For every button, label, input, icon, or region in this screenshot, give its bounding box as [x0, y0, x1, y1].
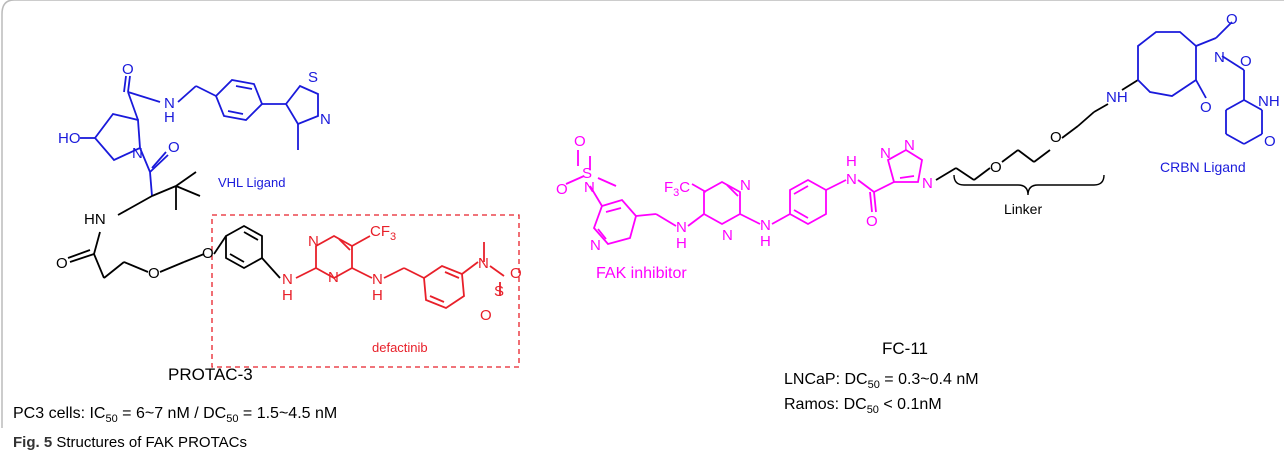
linker-brace [953, 174, 1105, 196]
atom-n-pyr2: N [328, 269, 339, 286]
protac3-name: PROTAC-3 [168, 365, 253, 384]
atom-nh2-h: H [760, 233, 771, 250]
atom-s-thiazole: S [308, 69, 318, 86]
crbn-ligand-label: CRBN Ligand [1160, 159, 1246, 175]
atom-hn: HN [84, 211, 106, 228]
atom-o-s1: O [574, 133, 586, 150]
atom-s: S [582, 165, 592, 182]
atom-o-s1: O [510, 265, 522, 282]
protac3-atom-labels: HO N N H O O S N HN O O O N H N N CF3 N … [56, 61, 522, 324]
crbn-ligand [1137, 21, 1263, 145]
figure-caption: Fig. 5 Structures of FAK PROTACs [13, 434, 247, 451]
vhl-ligand [80, 75, 319, 197]
atom-nh2-n: N [760, 217, 771, 234]
atom-cf3: F3C [664, 179, 690, 199]
atom-o-pht1: O [1226, 11, 1238, 28]
atom-nh-glu: NH [1258, 93, 1280, 110]
atom-o-s2: O [556, 181, 568, 198]
atom-o1: O [122, 61, 134, 78]
vhl-tbutyl [67, 171, 281, 279]
atom-o-pht2: O [1200, 99, 1212, 116]
atom-triazole-n1: N [880, 145, 891, 162]
atom-o3: O [56, 255, 68, 272]
atom-amide-h: H [164, 109, 175, 126]
defactinib-warhead [295, 234, 505, 310]
linker-label: Linker [1004, 201, 1042, 217]
atom-o-glu2: O [1264, 133, 1276, 150]
atom-n-thiazole: N [320, 111, 331, 128]
figure-border [1, 0, 1284, 428]
vhl-ligand-label: VHL Ligand [218, 175, 285, 190]
atom-nh1-n: N [282, 271, 293, 288]
atom-nh2-n: N [372, 271, 383, 288]
atom-o4: O [148, 265, 160, 282]
fc11-activity-lncap: LNCaP: DC50 = 0.3~0.4 nM [784, 371, 979, 391]
atom-n-pyr1: N [740, 177, 751, 194]
atom-o-s2: O [480, 307, 492, 324]
fc11-atom-labels: O S N O N F3C N N N H N H H N O N N N O … [556, 11, 1280, 254]
atom-n-pyridine: N [590, 237, 601, 254]
fak-inhibitor-label: FAK inhibitor [596, 265, 687, 282]
atom-n-sulf: N [478, 255, 489, 272]
atom-n-pht: N [1214, 49, 1225, 66]
linker-chain [935, 79, 1139, 196]
figure-caption-label: Fig. 5 [13, 434, 53, 451]
fc11-structure: O S N O N F3C N N N H N H H N O N N N O … [556, 11, 1280, 282]
atom-amide-n: N [164, 95, 175, 112]
atom-s-sulf: S [494, 283, 504, 300]
atom-n-sulf: N [584, 179, 595, 196]
fak-inhibitor [565, 148, 923, 246]
atom-nh1-n: N [676, 219, 687, 236]
atom-triazole-n2: N [904, 137, 915, 154]
atom-cf3: CF3 [370, 223, 396, 243]
atom-nh1-h: H [282, 287, 293, 304]
atom-o-glu1: O [1240, 53, 1252, 70]
atom-amide-h: H [846, 153, 857, 170]
fc11-activity-ramos: Ramos: DC50 < 0.1nM [784, 396, 942, 416]
atom-triazole-n3: N [922, 175, 933, 192]
atom-o-link1: O [990, 159, 1002, 176]
defactinib-label: defactinib [372, 340, 428, 355]
atom-amide-o: O [866, 213, 878, 230]
protac3-structure: HO N N H O O S N HN O O O N H N N CF3 N … [56, 61, 522, 368]
atom-nh-link: NH [1106, 89, 1128, 106]
fc11-name: FC-11 [882, 339, 928, 358]
atom-n-pyr1: N [308, 233, 319, 250]
figure-caption-text: Structures of FAK PROTACs [56, 434, 247, 451]
protac3-activity: PC3 cells: IC50 = 6~7 nM / DC50 = 1.5~4.… [13, 405, 337, 425]
atom-amide-n: N [846, 171, 857, 188]
defactinib-box [211, 214, 520, 368]
atom-nh2-h: H [372, 287, 383, 304]
atom-nh1-h: H [676, 235, 687, 252]
atom-n-pyrrolidine: N [132, 145, 143, 162]
atom-ho: HO [58, 130, 81, 147]
atom-n-pyr2: N [722, 227, 733, 244]
atom-o5: O [202, 245, 214, 262]
atom-o-link2: O [1050, 129, 1062, 146]
atom-o2: O [168, 139, 180, 156]
